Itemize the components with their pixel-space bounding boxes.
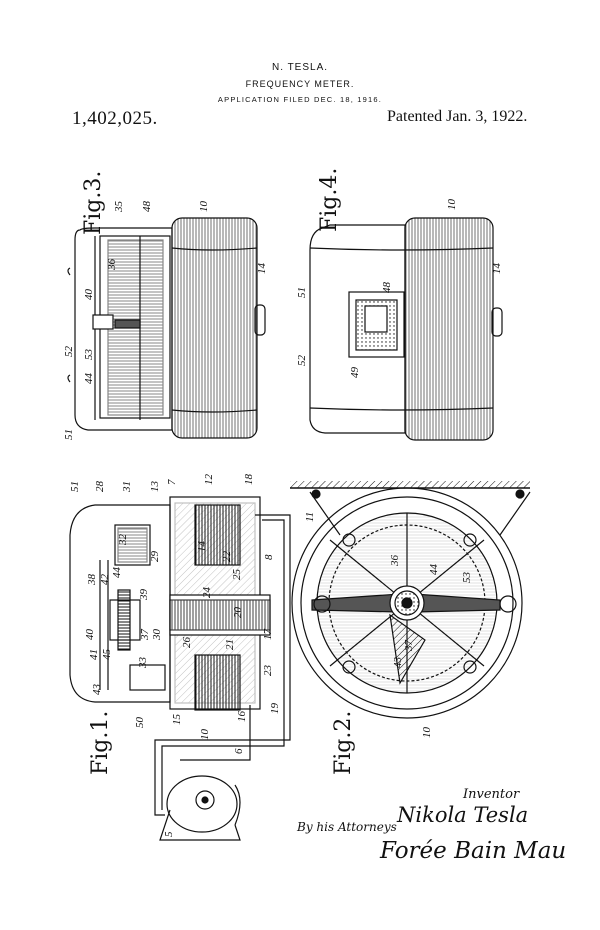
ref-51: 51 [69, 481, 81, 492]
inventor-label: Inventor [463, 787, 520, 802]
ref-32: 32 [117, 534, 129, 547]
figure-2-drawing [290, 481, 531, 719]
ref-14: 14 [491, 263, 503, 275]
ref-44: 44 [83, 373, 95, 385]
ref-50: 50 [134, 717, 146, 729]
ref-43: 43 [91, 684, 103, 696]
figure-2-refs: 11 36 44 53 37 43 10 [304, 512, 473, 738]
ref-14: 14 [196, 541, 208, 553]
patent-title: FREQUENCY METER. [245, 79, 355, 89]
ref-11: 11 [304, 512, 316, 522]
ref-13: 13 [149, 481, 161, 493]
figure-1-label: Fig.1. [88, 711, 113, 775]
ref-48: 48 [141, 201, 153, 213]
ref-51: 51 [296, 287, 308, 298]
figure-1-refs: 51 28 31 7 13 12 18 32 29 14 22 8 38 42 … [69, 474, 281, 838]
ref-52: 52 [296, 355, 308, 367]
ref-19: 19 [269, 703, 281, 715]
ref-15: 15 [171, 714, 183, 726]
ref-18: 18 [243, 474, 255, 486]
ref-53: 53 [83, 349, 95, 361]
ref-38: 38 [86, 574, 98, 587]
ref-48: 48 [381, 282, 393, 294]
ref-40: 40 [84, 629, 96, 641]
ref-42: 42 [99, 574, 111, 586]
ref-6: 6 [233, 748, 245, 754]
ref-44: 44 [428, 564, 440, 576]
ref-35: 35 [113, 201, 125, 214]
inventor-signature: Nikola Tesla [397, 803, 529, 827]
ref-21: 21 [224, 639, 236, 650]
ref-31: 31 [121, 481, 133, 493]
ref-14: 14 [256, 263, 268, 275]
ref-33: 33 [137, 657, 149, 670]
ref-52: 52 [63, 346, 75, 358]
ref-29: 29 [149, 551, 161, 563]
ref-40: 40 [83, 289, 95, 301]
ref-36: 36 [106, 259, 118, 272]
fig1-title: Fig.1. [88, 711, 113, 775]
ref-39: 39 [138, 589, 150, 602]
ref-51: 51 [63, 429, 75, 440]
ref-24: 24 [201, 587, 213, 599]
ref-45: 45 [101, 649, 113, 661]
ref-10: 10 [421, 727, 433, 739]
ref-8: 8 [263, 554, 275, 560]
application-filed-date: APPLICATION FILED DEC. 18, 1916. [217, 95, 383, 104]
ref-25: 25 [231, 569, 243, 581]
attorneys-by-line: By his Attorneys [297, 820, 397, 834]
ref-10: 10 [198, 201, 210, 213]
ref-10: 10 [199, 729, 211, 741]
figure-2-label: Fig.2. [331, 711, 356, 775]
inventor-name: N. TESLA. [271, 62, 329, 73]
ref-28: 28 [94, 481, 106, 493]
ref-12: 12 [203, 474, 215, 486]
figure-3-label: Fig.3. [81, 171, 106, 235]
ref-5: 5 [163, 831, 175, 837]
ref-36: 36 [389, 555, 401, 568]
fig2-title: Fig.2. [331, 711, 356, 775]
ref-7: 7 [166, 479, 178, 485]
ref-22: 22 [221, 551, 233, 563]
fig3-title: Fig.3. [81, 171, 106, 235]
patented-date: Patented Jan. 3, 1922. [387, 108, 528, 125]
ref-49: 49 [349, 367, 361, 379]
ref-41: 41 [88, 649, 100, 660]
ref-53: 53 [461, 572, 473, 584]
ref-20: 20 [232, 607, 244, 619]
figure-4-refs: 10 51 48 14 52 49 [296, 199, 503, 379]
ref-16: 16 [236, 711, 248, 723]
ref-43: 43 [392, 657, 404, 669]
fig4-title: Fig.4. [317, 168, 342, 232]
figure-3-drawing [67, 217, 266, 439]
ref-37: 37 [403, 640, 415, 653]
figure-1-drawing [69, 496, 291, 841]
patent-number: 1,402,025. [72, 108, 158, 129]
ref-10: 10 [446, 199, 458, 211]
ref-26: 26 [181, 637, 193, 649]
ref-44: 44 [111, 567, 123, 579]
figure-4-drawing [309, 217, 503, 441]
attorney-signature: Forée Bain Mau [380, 838, 567, 864]
figure-3-refs: 35 48 10 36 40 52 53 44 51 14 [63, 201, 268, 441]
ref-17: 17 [262, 629, 274, 641]
ref-37: 37 [139, 629, 151, 642]
ref-23: 23 [262, 665, 274, 677]
figure-4-label: Fig.4. [317, 168, 342, 232]
ref-30: 30 [151, 629, 163, 642]
